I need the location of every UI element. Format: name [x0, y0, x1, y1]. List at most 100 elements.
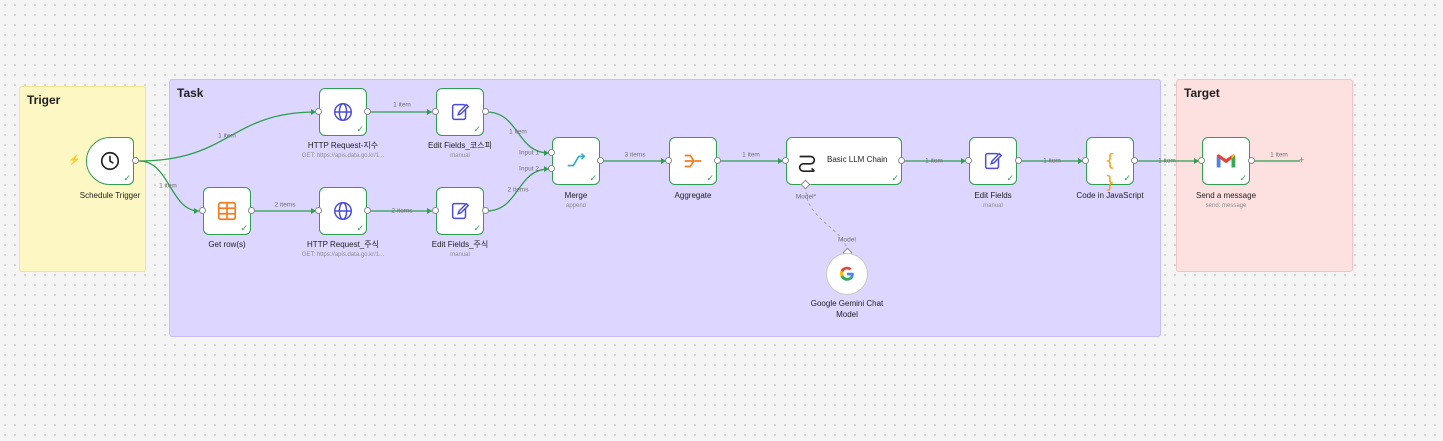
node-merge[interactable]: ✓	[552, 137, 600, 185]
output-port[interactable]	[597, 157, 604, 164]
gmail-icon	[1216, 154, 1236, 168]
node-label-line2: Model	[836, 310, 858, 319]
pencil-icon	[451, 202, 470, 220]
node-edit-fields[interactable]: ✓	[969, 137, 1017, 185]
node-label: Get row(s)	[208, 240, 246, 249]
input-port-2[interactable]	[548, 165, 555, 172]
input-port[interactable]	[315, 108, 322, 115]
node-label: Send a message	[1195, 191, 1257, 200]
node-label: Aggregate	[674, 191, 712, 200]
edge-label: 1 item	[509, 128, 527, 136]
input-label-1: Input 1	[519, 149, 539, 157]
edge-label: 1 item	[1158, 157, 1176, 165]
edge-gemini-llm	[805, 189, 848, 253]
success-check-icon: ✓	[473, 223, 481, 233]
input-port[interactable]	[432, 108, 439, 115]
output-port[interactable]	[482, 108, 489, 115]
table-icon	[217, 201, 237, 221]
braces-icon: { }	[1104, 151, 1116, 193]
node-send-message-gmail[interactable]: ✓	[1202, 137, 1250, 185]
node-edit-fields-kospi[interactable]: ✓	[436, 88, 484, 136]
node-label: HTTP Request_주식	[307, 240, 379, 249]
node-basic-llm-chain[interactable]: Basic LLM Chain ✓	[786, 137, 902, 185]
input-port[interactable]	[965, 157, 972, 164]
input-port[interactable]	[665, 157, 672, 164]
input-port-1[interactable]	[548, 149, 555, 156]
output-port[interactable]	[132, 157, 139, 164]
merge-icon	[567, 153, 586, 167]
edge-label: 1 item	[218, 132, 236, 140]
edge-label: 3 items	[624, 151, 646, 159]
output-port[interactable]	[1015, 157, 1022, 164]
output-port[interactable]	[482, 207, 489, 214]
add-node-plus-icon[interactable]: +	[1299, 155, 1305, 165]
edge-label: 1 item	[393, 101, 411, 109]
sticky-title-target: Target	[1184, 86, 1220, 100]
aggregate-icon	[684, 154, 702, 168]
input-port[interactable]	[1198, 157, 1205, 164]
node-get-rows[interactable]: ✓	[203, 187, 251, 235]
node-subtitle: append	[565, 203, 587, 209]
globe-icon	[334, 103, 352, 121]
edge-label: 1 item	[1043, 157, 1061, 165]
google-icon	[840, 266, 854, 281]
node-http-request-jusik[interactable]: ✓	[319, 187, 367, 235]
success-check-icon: ✓	[1239, 173, 1247, 183]
node-subtitle: GET: https://apis.data.go.kr/1...	[301, 153, 385, 159]
output-port[interactable]	[714, 157, 721, 164]
node-subtitle: send: message	[1205, 203, 1247, 209]
node-label: Schedule Trigger	[79, 191, 141, 200]
input-label-2: Input 2	[519, 165, 539, 173]
node-label: Merge	[564, 191, 588, 200]
trigger-bolt-icon: ⚡	[68, 155, 81, 166]
node-schedule-trigger[interactable]: ✓	[86, 137, 134, 185]
input-port[interactable]	[315, 207, 322, 214]
chain-icon	[798, 155, 818, 173]
input-port[interactable]	[432, 207, 439, 214]
edge-label: 2 items	[274, 201, 296, 209]
success-check-icon: ✓	[123, 173, 131, 183]
output-port[interactable]	[1131, 157, 1138, 164]
edge-editjusik-merge	[485, 168, 550, 212]
success-check-icon: ✓	[356, 124, 364, 134]
node-label: Basic LLM Chain	[827, 155, 888, 164]
input-port[interactable]	[782, 157, 789, 164]
input-port[interactable]	[199, 207, 206, 214]
edge-label: 1 item	[159, 182, 177, 190]
output-port[interactable]	[364, 207, 371, 214]
output-port[interactable]	[248, 207, 255, 214]
edge-schedule-http	[138, 111, 317, 162]
model-port-label: Model*	[795, 193, 817, 201]
node-label: Edit Fields	[974, 191, 1012, 200]
node-label: Edit Fields_주식	[431, 240, 489, 249]
output-port[interactable]	[898, 157, 905, 164]
output-port[interactable]	[364, 108, 371, 115]
success-check-icon: ✓	[589, 173, 597, 183]
success-check-icon: ✓	[356, 223, 364, 233]
node-label: Code in JavaScript	[1076, 191, 1144, 200]
node-label: Google Gemini Chat	[810, 299, 884, 308]
node-aggregate[interactable]: ✓	[669, 137, 717, 185]
node-subtitle: manual	[450, 153, 470, 159]
output-port[interactable]	[1248, 157, 1255, 164]
success-check-icon: ✓	[473, 124, 481, 134]
edge-schedule-getrows	[138, 160, 200, 212]
pencil-icon	[984, 152, 1003, 170]
edge-editkospi-merge	[485, 111, 550, 154]
input-port[interactable]	[1082, 157, 1089, 164]
edge-label: 1 item	[925, 157, 943, 165]
edge-label: 1 item	[1270, 151, 1288, 159]
node-label: HTTP Request-지수	[307, 141, 379, 150]
node-google-gemini-chat-model[interactable]	[826, 253, 868, 295]
success-check-icon: ✓	[1123, 173, 1131, 183]
edge-label: 2 items	[391, 207, 413, 215]
node-subtitle: manual	[450, 252, 470, 258]
edge-label: 1 item	[742, 151, 760, 159]
node-http-request-jisu[interactable]: ✓	[319, 88, 367, 136]
node-edit-fields-jusik[interactable]: ✓	[436, 187, 484, 235]
node-label: Edit Fields_코스피	[428, 141, 492, 150]
node-code-javascript[interactable]: { } ✓	[1086, 137, 1134, 193]
globe-icon	[334, 202, 352, 220]
sticky-title-trigger: Triger	[27, 93, 61, 107]
